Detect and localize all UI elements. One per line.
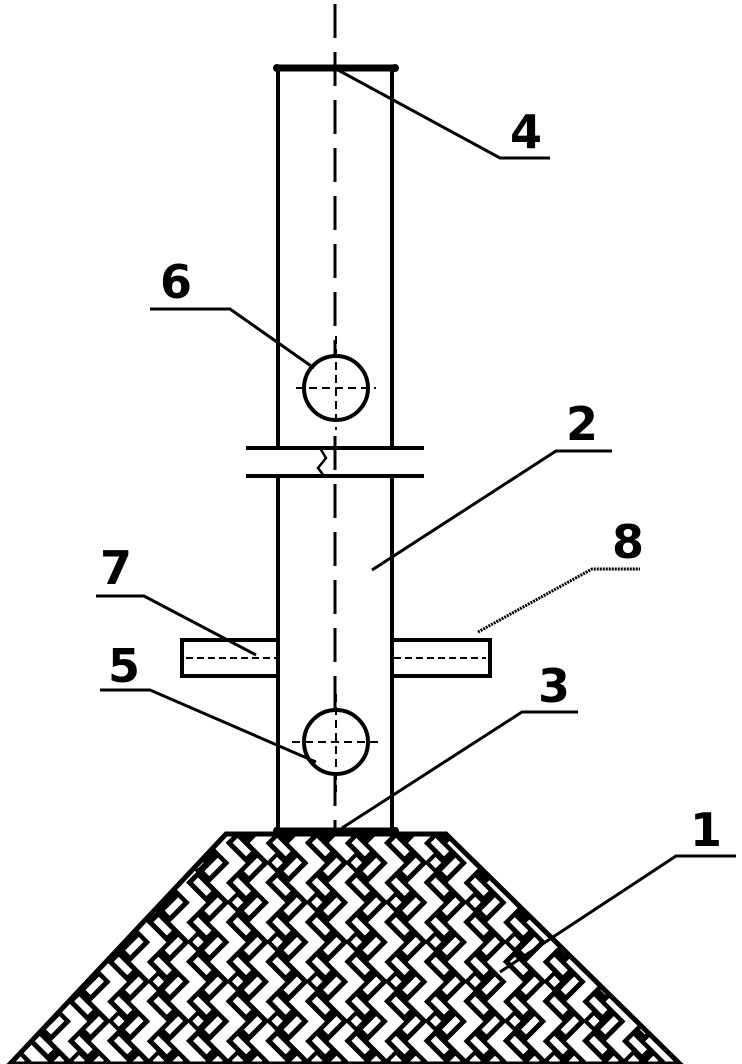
leader-2 — [371, 449, 612, 572]
callout-labels: 4 6 2 7 8 5 3 1 — [100, 105, 722, 857]
foundation-base — [6, 831, 684, 1064]
leader-1 — [499, 854, 736, 974]
right-bracket — [390, 638, 492, 678]
leader-lines — [96, 68, 736, 974]
callout-label-8: 8 — [612, 515, 644, 569]
leader-4 — [337, 68, 550, 160]
callout-label-4: 4 — [510, 105, 542, 159]
upper-hole — [296, 336, 376, 430]
leader-5 — [100, 688, 317, 764]
callout-label-2: 2 — [566, 397, 598, 451]
leader-7 — [96, 594, 257, 657]
leader-8 — [477, 567, 640, 634]
leader-6 — [150, 307, 315, 370]
leader-3 — [341, 710, 578, 830]
callout-label-7: 7 — [100, 541, 132, 595]
callout-label-1: 1 — [690, 803, 722, 857]
callout-label-6: 6 — [160, 255, 192, 309]
lower-hole — [292, 694, 380, 792]
callout-label-3: 3 — [538, 659, 570, 713]
callout-label-5: 5 — [108, 639, 140, 693]
left-bracket — [180, 638, 280, 678]
